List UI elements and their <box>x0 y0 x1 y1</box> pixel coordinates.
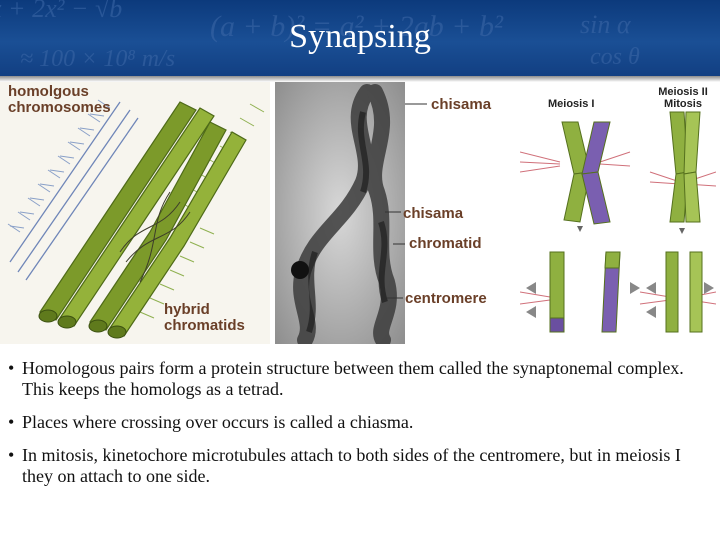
centromere-icon <box>291 261 309 279</box>
meiosis2-chromosome-icon <box>669 111 701 223</box>
label-lines-icon <box>385 103 427 299</box>
meiosis-comparison-diagram: Meiosis I Meiosis II Mitosis <box>520 82 716 354</box>
title-bar: x + 2x² − √b (a + b)² = a² + 2ab + b² si… <box>0 0 720 76</box>
meiosis2-separating-icon <box>665 251 703 333</box>
bullet-icon: • <box>8 358 15 378</box>
tube-ends-icon <box>38 309 127 339</box>
chromatin-loops-icon <box>9 101 139 281</box>
decorative-formula: x + 2x² − √b <box>0 0 123 23</box>
bullet-text: Places where crossing over occurs is cal… <box>22 412 414 432</box>
label-homologous-chromosomes: homolgous chromosomes <box>8 83 111 116</box>
crossover-strands-icon <box>119 191 191 283</box>
bullet-list: • Homologous pairs form a protein struct… <box>8 358 708 499</box>
meiosis1-tetrad-icon <box>561 121 611 225</box>
label-meiosis-1: Meiosis I <box>548 98 595 110</box>
side-arrows-icon <box>526 282 714 318</box>
header-shadow <box>0 76 720 82</box>
label-chiasma-1: chisama <box>431 96 492 113</box>
label-meiosis-2-mitosis: Meiosis II Mitosis <box>658 86 708 110</box>
bullet-text: Homologous pairs form a protein structur… <box>22 358 684 399</box>
bullet-icon: • <box>8 412 15 432</box>
slide-title: Synapsing <box>289 18 431 55</box>
label-chiasma-2: chisama <box>403 205 464 222</box>
arrow-down-icon <box>577 226 685 234</box>
chromatid-detail-icon <box>306 111 388 333</box>
bullet-item: • In mitosis, kinetochore microtubules a… <box>8 445 708 487</box>
label-hybrid-chromatids: hybrid chromatids <box>164 301 245 334</box>
chromosome-tubes-icon <box>39 101 247 337</box>
meiosis1-separating-icon <box>549 251 621 333</box>
meiosis-illustration <box>520 111 716 333</box>
chromatin-loops-top-icon <box>7 99 111 233</box>
chiasma-micrograph: chisama chisama chromatid centromere <box>275 82 515 344</box>
micrograph-image <box>275 82 427 344</box>
bullet-item: • Places where crossing over occurs is c… <box>8 412 708 433</box>
decorative-formula: sin α <box>580 10 631 39</box>
bullet-text: In mitosis, kinetochore microtubules att… <box>22 445 681 486</box>
label-centromere: centromere <box>405 290 487 307</box>
chromosome-illustration <box>7 99 265 339</box>
label-chromatid: chromatid <box>409 235 482 252</box>
decorative-formula: ≈ 100 × 10⁸ m/s <box>20 46 176 72</box>
bullet-icon: • <box>8 445 15 465</box>
decorative-formula: (a + b)² = a² + 2ab + b² <box>210 10 503 43</box>
homologous-chromosomes-diagram: homolgous chromosomes hybrid chromatids <box>0 82 270 344</box>
decorative-formula: cos θ <box>590 44 640 70</box>
bullet-item: • Homologous pairs form a protein struct… <box>8 358 708 400</box>
